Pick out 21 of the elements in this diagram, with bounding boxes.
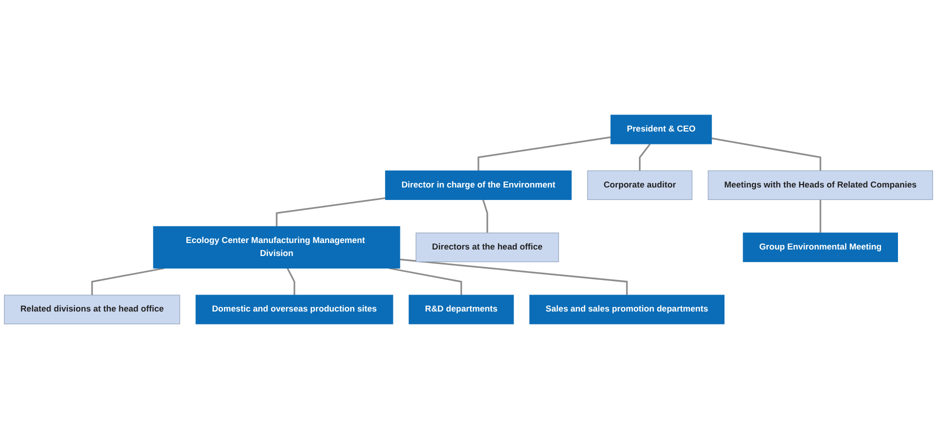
connector [711,138,822,171]
connector [276,197,386,226]
connector [482,199,488,233]
node-box: Group Environmental Meeting [742,232,898,262]
connector [638,143,651,171]
connector [389,267,462,296]
node-box: Meetings with the Heads of Related Companies [708,170,933,200]
node-box: Directors at the head office [416,232,559,262]
node-box: R&D departments [408,294,514,324]
node-box: President & CEO [610,114,712,144]
node-box: Director in charge of the Environment [385,170,572,200]
connector [91,267,164,296]
connector [820,200,822,233]
node-box: Domestic and overseas production sites [196,294,394,324]
connector [478,136,611,171]
node-box: Ecology Center Manufacturing Management Division [153,226,400,269]
connector [286,268,296,296]
node-box: Sales and sales promotion departments [529,294,724,324]
node-box: Corporate auditor [587,170,692,200]
node-box: Related divisions at the head office [4,294,180,324]
connector [400,258,628,296]
